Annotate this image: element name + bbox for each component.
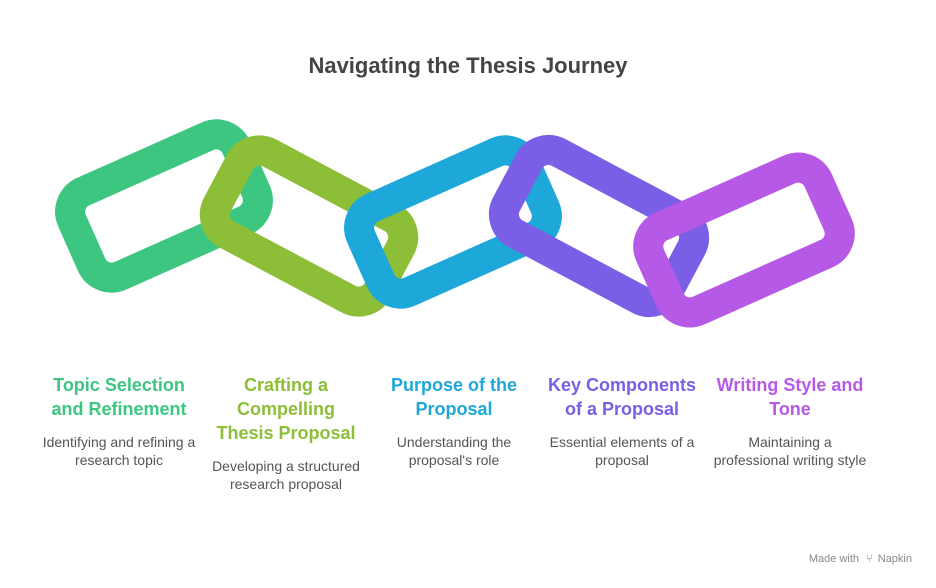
stage-2-description: Developing a structured research proposa…: [212, 458, 360, 492]
stage-5-title: Writing Style and Tone: [716, 375, 864, 419]
stage-2: Crafting a Compelling Thesis Proposal De…: [206, 373, 366, 493]
stage-5-description: Maintaining a professional writing style: [713, 434, 867, 468]
stage-3-title: Purpose of the Proposal: [390, 375, 517, 419]
made-with-label: Made with: [808, 553, 860, 565]
stage-5: Writing Style and Tone Maintaining a pro…: [710, 373, 870, 469]
napkin-brand: Napkin: [877, 553, 912, 565]
chain-link-5: [633, 152, 855, 328]
stage-4: Key Components of a Proposal Essential e…: [542, 373, 702, 469]
stage-4-description: Essential elements of a proposal: [549, 434, 695, 468]
stage-3: Purpose of the Proposal Understanding th…: [374, 373, 534, 469]
made-with-napkin: Made with ⑂ Napkin: [809, 553, 912, 565]
stage-1-title: Topic Selection and Refinement: [51, 375, 187, 419]
chain-link-3: [344, 135, 562, 309]
diagram-title: Navigating the Thesis Journey: [308, 53, 628, 78]
napkin-icon: ⑂: [866, 553, 873, 565]
stage-1: Topic Selection and Refinement Identifyi…: [39, 373, 199, 469]
stage-1-description: Identifying and refining a research topi…: [42, 434, 196, 468]
stage-3-description: Understanding the proposal's role: [396, 434, 512, 468]
chain-link-4: [488, 134, 710, 318]
stage-2-title: Crafting a Compelling Thesis Proposal: [216, 375, 356, 443]
stage-4-title: Key Components of a Proposal: [547, 375, 697, 419]
